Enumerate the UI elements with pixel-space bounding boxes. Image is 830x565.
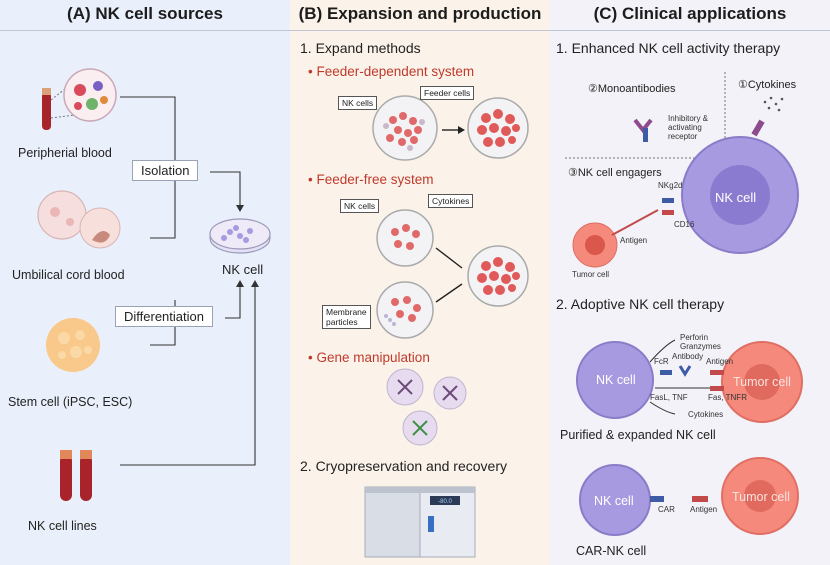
cytokines-label: ①Cytokines [738, 79, 797, 91]
panel-c-graphics [565, 72, 803, 536]
feeder-free-heading: • Feeder-free system [308, 172, 434, 187]
expand-methods-heading: 1. Expand methods [300, 40, 421, 56]
car-nk-cell-inner-label: NK cell [594, 494, 634, 508]
panel-a-title: (A) NK cell sources [67, 4, 223, 23]
gene-manipulation-label: Gene manipulation [316, 350, 430, 365]
panel-b-title: (B) Expansion and production [298, 4, 542, 23]
freezer-icon [364, 486, 476, 558]
car-nk-label: CAR-NK cell [576, 544, 647, 558]
bullet: • [308, 350, 313, 365]
stem-cell-label: Stem cell (iPSC, ESC) [8, 395, 133, 409]
bullet: • [308, 64, 313, 79]
monoantibodies-label: ②Monoantibodies [588, 83, 676, 95]
panel-a-graphics [37, 68, 271, 501]
inhibitory-line-1: Inhibitory & [668, 114, 709, 123]
antibody-label: Antibody [672, 352, 704, 361]
fas-tnfr-label: Fas, TNFR [708, 393, 747, 402]
freezer-display-text: -80.0 [438, 499, 452, 505]
nk-cells-tag-2: NK cells [340, 199, 380, 213]
gene-manipulation-icon [386, 368, 467, 446]
bullet: • [308, 172, 313, 187]
peripheral-blood-label: Peripherial blood [18, 146, 112, 160]
inhibitory-receptor-label: Inhibitory & activating receptor [668, 114, 708, 141]
arrowheads [236, 205, 259, 287]
nk-cell-line-tubes-icon [60, 450, 92, 501]
gene-manipulation-heading: • Gene manipulation [308, 350, 430, 365]
feeder-dependent-heading: • Feeder-dependent system [308, 64, 474, 79]
cytokines-tag: Cytokines [428, 194, 474, 208]
nk-cell-lines-label: NK cell lines [28, 519, 97, 533]
source-connectors [120, 96, 256, 466]
panel-nk-cell-sources: (A) NK cell sources [0, 0, 290, 565]
perforin-line: Perforin [680, 333, 709, 342]
cryo-heading: 2. Cryopreservation and recovery [300, 458, 507, 474]
antigen-label: Antigen [620, 236, 648, 245]
feeder-cells-tag: Feeder cells [420, 86, 475, 100]
inhibitory-line-3: receptor [668, 132, 698, 141]
enhanced-therapy-heading: 1. Enhanced NK cell activity therapy [556, 40, 781, 56]
panel-c-divider [550, 30, 830, 31]
feeder-dependent-label: Feeder-dependent system [316, 64, 475, 79]
car-label: CAR [658, 505, 675, 514]
perforin-granzymes-label: Perforin Granzymes [680, 333, 721, 351]
feeder-free-label: Feeder-free system [316, 172, 434, 187]
panel-clinical-applications: (C) Clinical applications [550, 0, 830, 565]
adoptive-nk-cell-icon [576, 341, 654, 419]
umbilical-cord-icon [37, 190, 121, 249]
car-tumor-cell-icon [721, 457, 799, 535]
particles-line: particles [326, 317, 358, 327]
receptor-icons [633, 118, 765, 215]
feeder-free-dish-cytokines-icon [376, 209, 434, 267]
expanded-dish-icon [467, 97, 529, 159]
adoptive-therapy-heading: 2. Adoptive NK cell therapy [556, 296, 725, 312]
feeder-free-dish-membrane-icon [376, 281, 434, 339]
blood-tube-icon [42, 88, 51, 130]
stem-cell-icon [46, 318, 100, 372]
cytokines-small-label: Cytokines [688, 410, 724, 419]
tumor-cell-label: Tumor cell [572, 270, 610, 279]
membrane-line: Membrane [326, 307, 367, 317]
panel-b-graphics: -80.0 [364, 95, 529, 558]
panel-c-title: (C) Clinical applications [593, 4, 787, 23]
adoptive-tumor-cell-label: Tumor cell [733, 375, 791, 389]
adoptive-arrows [649, 339, 710, 415]
adoptive-tumor-cell-icon [721, 341, 803, 423]
antigen-label-2: Antigen [706, 357, 734, 366]
cd16-label: CD16 [674, 220, 695, 229]
fcr-label: FcR [654, 357, 669, 366]
panel-expansion-production: (B) Expansion and production [290, 0, 550, 565]
nk-cell-label: NK cell [222, 262, 264, 277]
differentiation-box: Differentiation [115, 306, 213, 327]
big-nk-cell-label: NK cell [715, 190, 757, 205]
purified-label: Purified & expanded NK cell [560, 428, 716, 442]
panel-a-divider [0, 30, 290, 31]
engagers-label: ③NK cell engagers [568, 167, 662, 179]
adoptive-nk-cell-label: NK cell [596, 373, 636, 387]
nkg2d-label: NKg2d [658, 181, 683, 190]
fasl-tnf-label: FasL, TNF [650, 393, 688, 402]
membrane-particles-tag: Membrane particles [322, 305, 371, 329]
umbilical-cord-blood-label: Umbilical cord blood [12, 268, 125, 282]
inhibitory-line-2: activating [668, 123, 702, 132]
feeder-dependent-dish-icon [372, 95, 438, 161]
isolation-box: Isolation [132, 160, 199, 181]
car-tumor-cell-label: Tumor cell [732, 490, 790, 504]
big-nk-cell-icon [681, 136, 799, 254]
feeder-free-expanded-dish-icon [467, 245, 529, 307]
panel-b-divider [290, 30, 550, 31]
nk-cells-tag: NK cells [338, 96, 378, 110]
antigen-label-3: Antigen [690, 505, 718, 514]
nk-cell-dish-icon [209, 218, 271, 254]
car-nk-cell-icon [579, 464, 708, 536]
cytokine-dots-icon [763, 96, 784, 112]
granzymes-line: Granzymes [680, 342, 721, 351]
adoptive-molecules-icon [660, 365, 724, 391]
small-tumor-cell-icon [572, 209, 659, 268]
blood-magnified-icon [50, 68, 117, 122]
